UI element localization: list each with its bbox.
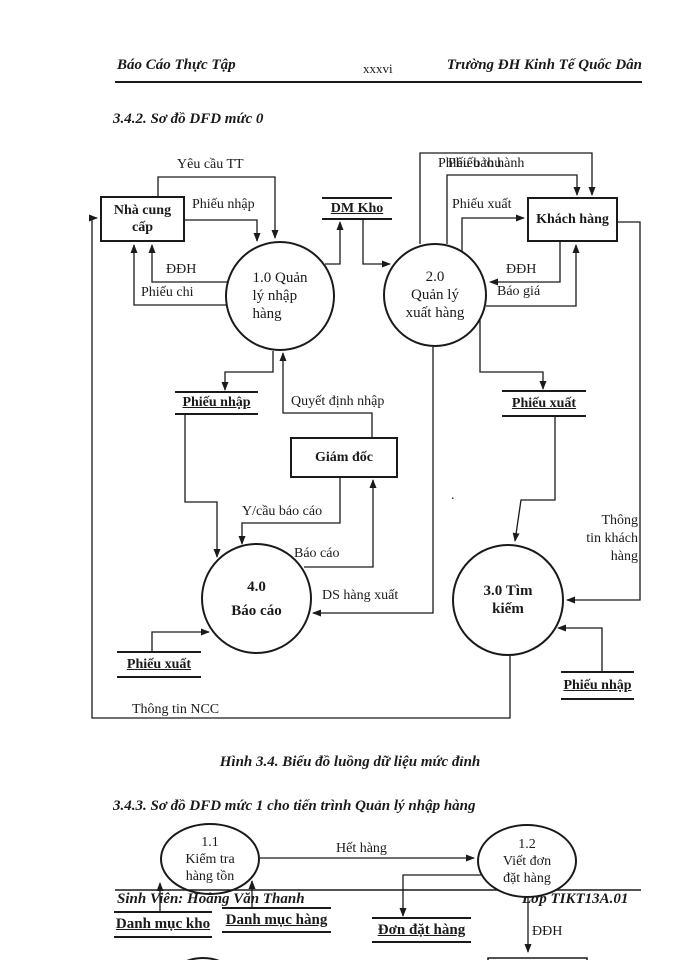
flow-label-phieu-xuat: Phiếu xuất: [452, 197, 512, 212]
flow-ddh-left-line: [148, 244, 227, 283]
flow-label-phieu-bao-hanh: Phiếu bảo hành: [438, 156, 525, 171]
flow-phieu-chi-line: [130, 244, 226, 306]
flow-phieu-xuat-kh-line: [461, 214, 525, 252]
process-1-2-viet-don-dat-hang: 1.2 Viết đơn đặt hàng: [477, 824, 577, 898]
process-1-quan-ly-nhap-hang: 1.0 Quản lý nhập hàng: [225, 241, 335, 351]
flow-bao-gia-line: [486, 244, 580, 307]
entity-director: Giám đốc: [290, 437, 398, 478]
flow-ds-hang-xuat-line: [312, 347, 434, 617]
flow-quyet-dinh-nhap-line: [279, 352, 373, 437]
datastore-danh-muc-hang: Danh mục hàng: [222, 907, 331, 933]
flow-c2-phieu-xuat-store-line: [479, 320, 547, 390]
flow-phieu-thu-line: [446, 174, 581, 244]
footer-student-name: Sinh Viên: Hoàng Văn Thanh: [117, 891, 305, 907]
datastore-phieu-xuat-bottom: Phiếu xuất: [117, 651, 201, 678]
flow-label-ds-hang-xuat: DS hàng xuất: [322, 588, 399, 603]
stray-mark: .: [451, 488, 455, 503]
flow-label-y-cau-bao-cao: Y/cầu báo cáo: [242, 504, 323, 519]
flow-label-quyet-dinh-nhap: Quyết định nhập: [291, 394, 385, 409]
flow-y-cau-bao-cao-line: [238, 478, 341, 545]
flow-label-bao-gia: Báo giá: [497, 284, 541, 299]
datastore-danh-muc-kho: Danh mục kho: [114, 911, 212, 938]
flow-phieu-nhap-line: [185, 219, 261, 242]
flow-phieu-bao-hanh-line: [419, 152, 596, 244]
process-4-bao-cao: 4.0 Báo cáo: [201, 543, 312, 654]
flow-e2-don-dat-hang-line: [399, 874, 481, 917]
flow-phieu-xuat-to-c4-line: [151, 628, 210, 652]
flow-bao-cao-line: [304, 479, 377, 568]
flow-label-het-hang: Hết hàng: [336, 841, 387, 856]
header-school-name: Trường ĐH Kinh Tế Quốc Dân: [446, 57, 642, 73]
datastore-dm-kho: DM Kho: [322, 197, 392, 220]
flow-phieu-nhap-to-c3-line: [557, 624, 603, 672]
figure-caption: Hình 3.4. Biểu đồ luồng dữ liệu mức đỉnh: [219, 754, 481, 770]
header-report-title: Báo Cáo Thực Tập: [117, 57, 236, 73]
flow-c1-phieu-nhap-store-line: [221, 351, 274, 391]
flow-label-yeu-cau-tt: Yêu cầu TT: [177, 157, 244, 172]
header-page-number: xxxvi: [363, 61, 393, 76]
flow-dmkho-to-c2-line: [362, 220, 391, 268]
flow-yeu-cau-tt-line: [157, 176, 279, 239]
flow-label-ddh-bottom: ĐĐH: [532, 924, 563, 939]
partial-entity-rect: [487, 957, 588, 960]
datastore-don-dat-hang: Đơn đặt hàng: [372, 917, 471, 943]
flow-tt-khach-hang-line: [566, 221, 641, 604]
footer-class-label: Lớp TIKT13A.01: [522, 891, 629, 907]
flow-label-thong-tin-khach-hang: Thông tin khách hàng: [586, 513, 638, 564]
section-heading-343: 3.4.3. Sơ đồ DFD mức 1 cho tiến trình Qu…: [113, 798, 476, 814]
flow-label-phieu-thu: Phiếu thu: [448, 156, 502, 171]
datastore-phieu-nhap-mid: Phiếu nhập: [175, 391, 258, 415]
flow-label-thong-tin-ncc: Thông tin NCC: [132, 702, 220, 717]
process-2-quan-ly-xuat-hang: 2.0 Quản lý xuất hàng: [383, 243, 487, 347]
section-heading-342: 3.4.2. Sơ đồ DFD mức 0: [113, 111, 264, 127]
flow-thong-tin-ncc-line: [89, 214, 511, 719]
datastore-phieu-nhap-bottom: Phiếu nhập: [561, 671, 634, 700]
flow-phieu-nhap-to-c4-line: [184, 415, 221, 558]
entity-supplier: Nhà cung cấp: [100, 196, 185, 242]
entity-customer: Khách hàng: [527, 197, 618, 242]
process-1-1-kiem-tra-hang-ton: 1.1 Kiểm tra hàng tồn: [160, 823, 260, 895]
flow-ddh-right-line: [489, 242, 561, 286]
flow-label-ddh-left: ĐĐH: [166, 262, 197, 277]
flow-phieu-xuat-to-c3-line: [512, 417, 556, 542]
datastore-phieu-xuat-mid: Phiếu xuất: [502, 390, 586, 417]
flow-label-ddh-right: ĐĐH: [506, 262, 537, 277]
flow-label-bao-cao: Báo cáo: [294, 546, 340, 561]
flow-label-phieu-nhap: Phiếu nhập: [192, 197, 255, 212]
flow-c1-to-dmkho-line: [325, 221, 344, 265]
flow-label-phieu-chi: Phiếu chi: [141, 285, 194, 300]
process-3-tim-kiem: 3.0 Tìm kiếm: [452, 544, 564, 656]
